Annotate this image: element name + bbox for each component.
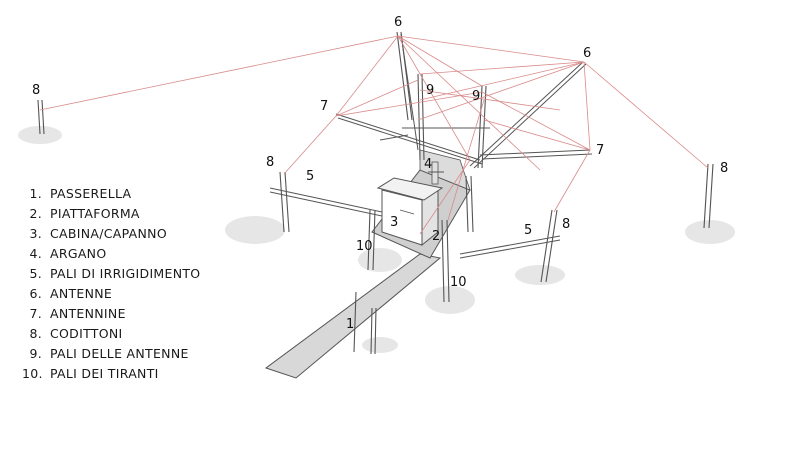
legend-item: 4. ARGANO xyxy=(22,244,200,264)
callout-9-right: 9 xyxy=(472,89,480,104)
ropes xyxy=(39,35,709,235)
cabin xyxy=(376,177,444,247)
callout-7-left: 7 xyxy=(320,99,328,114)
legend-item: 1. PASSERELLA xyxy=(22,184,200,204)
legend-label: CODITTONI xyxy=(50,326,123,341)
callout-7-right: 7 xyxy=(596,143,604,158)
callout-10-right: 10 xyxy=(450,275,467,290)
legend-item: 2. PIATTAFORMA xyxy=(22,204,200,224)
legend: 1. PASSERELLA 2. PIATTAFORMA 3. CABINA/CAPA… xyxy=(22,184,200,384)
beams xyxy=(269,33,593,259)
legend-number: 2. xyxy=(29,206,42,221)
legend-label: PASSERELLA xyxy=(50,186,132,201)
callout-8-far-left: 8 xyxy=(32,83,40,98)
legend-item: 10. PALI DEI TIRANTI xyxy=(22,364,200,384)
callout-8-left: 8 xyxy=(266,155,274,170)
legend-number: 5. xyxy=(29,266,42,281)
legend-label: PALI DEI TIRANTI xyxy=(50,366,159,381)
poles xyxy=(37,31,714,355)
callout-8-far-right: 8 xyxy=(720,161,728,176)
legend-number: 8. xyxy=(29,326,42,341)
callouts: 6 6 7 7 8 8 8 8 9 9 5 5 4 3 2 1 10 10 xyxy=(32,15,728,332)
legend-label: ARGANO xyxy=(50,246,107,261)
legend-number: 3. xyxy=(29,226,42,241)
legend-number: 4. xyxy=(29,246,42,261)
callout-1: 1 xyxy=(346,317,354,332)
legend-number: 1. xyxy=(29,186,42,201)
legend-label: PALI DI IRRIGIDIMENTO xyxy=(50,266,201,281)
legend-item: 7. ANTENNINE xyxy=(22,304,200,324)
legend-item: 8. CODITTONI xyxy=(22,324,200,344)
legend-label: PIATTAFORMA xyxy=(50,206,140,221)
legend-item: 5. PALI DI IRRIGIDIMENTO xyxy=(22,264,200,284)
callout-5-left: 5 xyxy=(306,169,314,184)
callout-10-left: 10 xyxy=(356,239,373,254)
winch xyxy=(428,161,444,185)
callout-5-right: 5 xyxy=(524,223,532,238)
legend-item: 3. CABINA/CAPANNO xyxy=(22,224,200,244)
callout-8-right: 8 xyxy=(562,217,570,232)
legend-number: 10. xyxy=(22,366,43,381)
legend-label: PALI DELLE ANTENNE xyxy=(50,346,189,361)
legend-item: 9. PALI DELLE ANTENNE xyxy=(22,344,200,364)
legend-number: 7. xyxy=(29,306,42,321)
legend-number: 6. xyxy=(29,286,42,301)
legend-label: CABINA/CAPANNO xyxy=(50,226,167,241)
walkway xyxy=(264,253,442,379)
legend-number: 9. xyxy=(29,346,42,361)
legend-label: ANTENNINE xyxy=(50,306,126,321)
callout-6-right: 6 xyxy=(583,46,591,61)
callout-3: 3 xyxy=(390,215,398,230)
legend-item: 6. ANTENNE xyxy=(22,284,200,304)
legend-label: ANTENNE xyxy=(50,286,113,301)
callout-6-top: 6 xyxy=(394,15,402,30)
callout-2: 2 xyxy=(432,229,440,244)
callout-9-left: 9 xyxy=(426,83,434,98)
callout-4: 4 xyxy=(424,157,432,172)
